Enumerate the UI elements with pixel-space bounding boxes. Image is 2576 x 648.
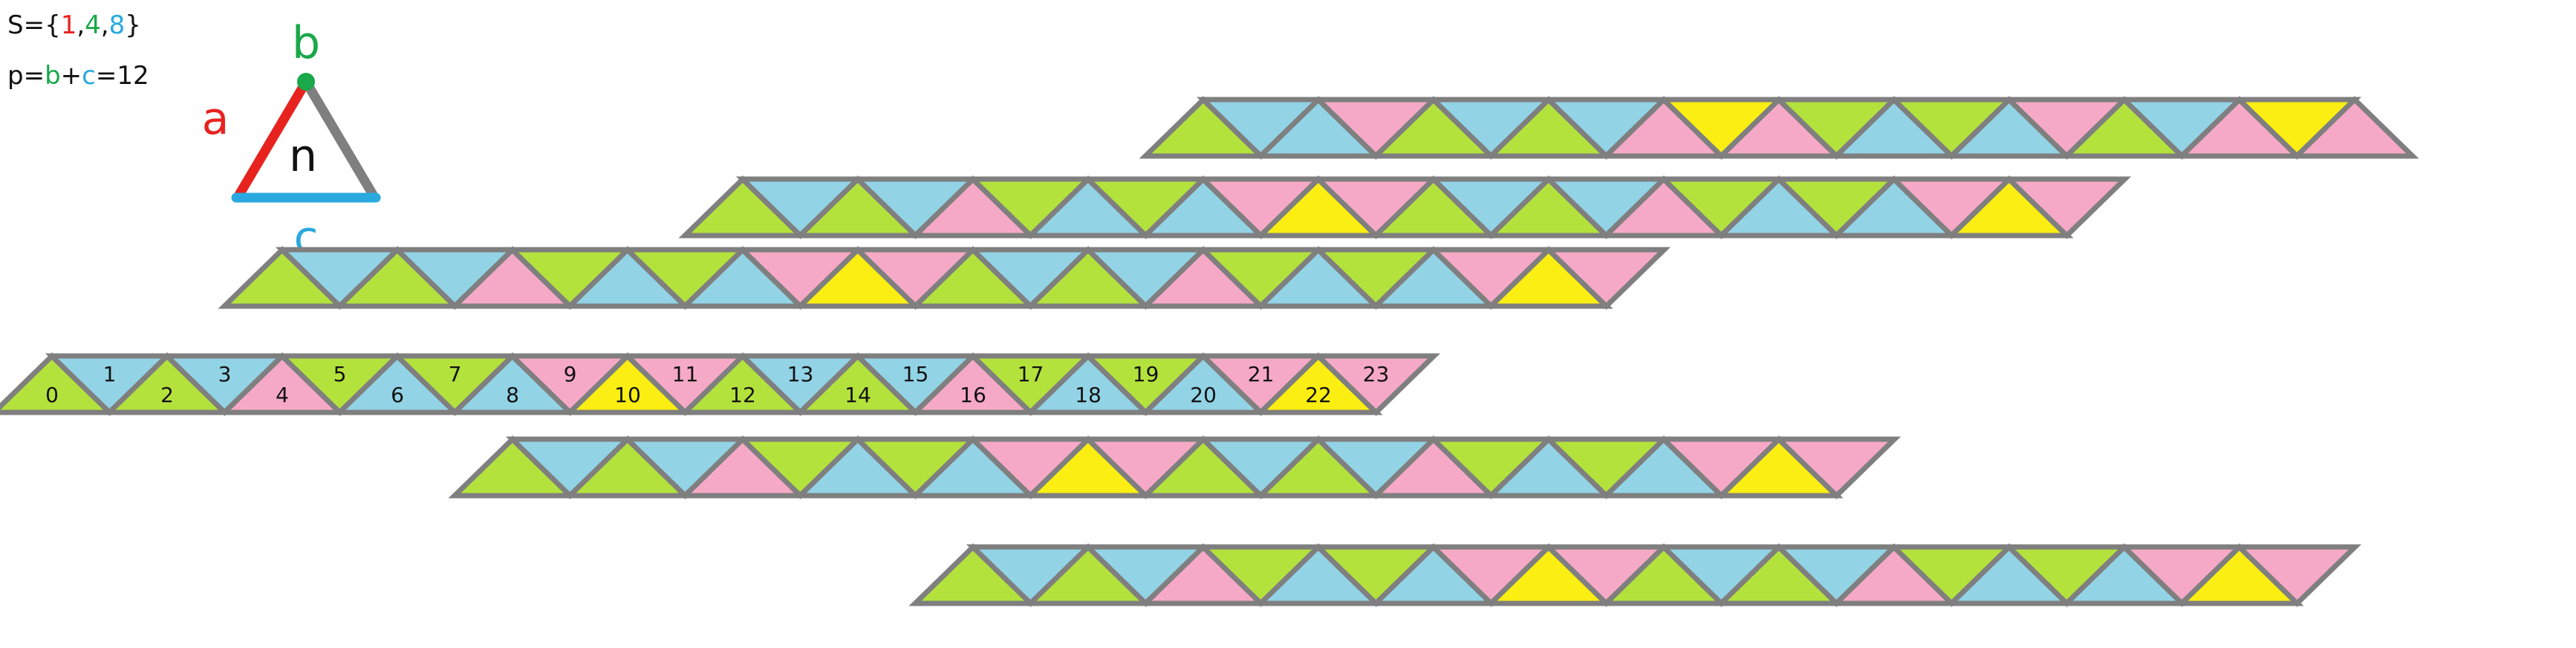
triangle-index-label: 9 [564,362,577,386]
triangle-index-label: 4 [276,383,289,407]
triangle-index-label: 5 [334,362,347,386]
reference-apex-dot [297,73,315,91]
set-suffix: } [125,10,141,40]
row-2 [678,175,2132,239]
triangle-tile-pink [1541,247,1671,310]
set-value-8: 8 [108,10,126,40]
triangle-index-label: 15 [902,362,929,386]
reference-triangle-body [239,82,373,195]
set-comma: , [77,10,85,40]
triangle-index-label: 20 [1190,383,1217,407]
perimeter-formula: p=b+c=12 [7,61,149,91]
set-value-1: 1 [60,10,77,40]
triangle-index-label: 21 [1248,362,1275,386]
perimeter-plus: + [60,61,82,91]
reference-triangle: a b c n [202,17,381,264]
perimeter-result: =12 [95,61,149,91]
set-value-4: 4 [85,10,101,40]
triangle-index-label: 3 [218,362,232,386]
triangle-tile-pink [2002,176,2132,239]
reference-side-b-line [301,77,378,200]
triangle-index-label: 22 [1305,383,1332,407]
row-1 [1139,96,2419,160]
triangle-index-label: 18 [1075,383,1102,407]
perimeter-c: c [82,61,96,91]
triangle-index-label: 14 [845,383,871,407]
triangle-index-label: 7 [449,362,462,386]
triangle-index-label: 16 [960,383,986,407]
row-5 [448,435,1902,499]
set-comma: , [100,10,109,40]
triangle-index-label: 11 [672,362,699,386]
triangle-index-label: 2 [160,383,174,407]
triangle-index-label: 8 [506,383,519,407]
set-prefix: S={ [7,10,61,40]
triangle-tile-pink [2290,96,2419,159]
triangle-index-label: 17 [1018,362,1044,386]
triangle-index-label: 12 [729,383,756,407]
reference-side-a-line [234,77,311,200]
triangle-tile-pink [2232,544,2362,607]
triangle-index-label: 13 [787,362,814,386]
row-6 [908,543,2362,607]
perimeter-prefix: p= [7,61,45,91]
triangle-index-label: 19 [1133,362,1159,386]
triangle-index-label: 0 [45,383,59,407]
triangle-index-label: 6 [391,383,404,407]
perimeter-b: b [45,61,61,91]
reference-label-a: a [202,93,230,145]
triangle-index-label: 23 [1363,362,1390,386]
set-formula: S={1,4,8} [7,10,141,40]
triangle-tile-pink [1311,353,1441,416]
row-3 [218,246,1671,310]
triangle-index-label: 10 [614,383,641,407]
reference-label-b: b [292,17,320,69]
reference-label-n: n [289,130,317,182]
triangle-index-label: 1 [103,362,117,386]
triangle-tile-pink [1772,436,1902,499]
